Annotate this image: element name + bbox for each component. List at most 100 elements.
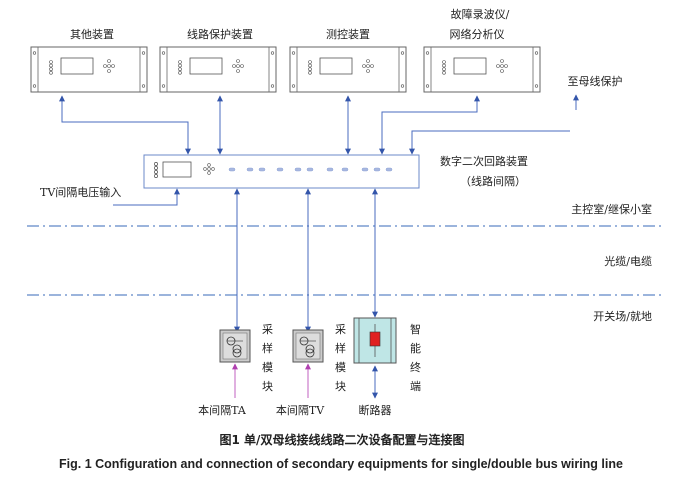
led-icon	[308, 67, 312, 71]
mount-hole-icon	[400, 51, 405, 55]
mount-hole-icon	[161, 84, 166, 88]
keypad-button-icon	[370, 64, 374, 68]
tv-input-label: TV间隔电压输入	[40, 185, 121, 199]
mount-hole-icon	[534, 84, 539, 88]
mount-hole-icon	[291, 84, 296, 88]
keypad-button-icon	[111, 64, 115, 68]
zone-label-cable: 光缆/电缆	[604, 254, 652, 268]
device-label-fault-recorder: 故障录波仪/	[451, 7, 510, 21]
svg-text:块: 块	[335, 380, 346, 393]
svg-text:端: 端	[410, 380, 421, 393]
keypad-button-icon	[500, 64, 504, 68]
keypad-button-icon	[236, 64, 240, 68]
port-icon	[361, 167, 369, 172]
lcd-screen	[189, 57, 223, 75]
led-icon	[308, 63, 312, 68]
keypad-button-icon	[107, 64, 111, 68]
led-icon	[178, 71, 182, 75]
zone-label-switchyard: 开关场/就地	[593, 309, 652, 323]
mount-hole-icon	[270, 51, 275, 55]
mount-hole-icon	[400, 84, 405, 88]
mount-hole-icon	[425, 51, 430, 55]
keypad-button-icon	[240, 64, 244, 68]
device-other	[30, 46, 148, 93]
mount-hole-icon	[291, 51, 296, 55]
port-icon	[341, 167, 349, 172]
svg-text:模: 模	[262, 361, 273, 374]
zone-label-main-control: 主控室/继保小室	[571, 202, 652, 216]
led-icon	[49, 60, 53, 64]
port-icon	[276, 167, 284, 172]
keypad-button-icon	[500, 69, 504, 73]
smart-terminal-label: 智 能 终 端	[410, 322, 421, 393]
svg-text:模: 模	[335, 361, 346, 374]
port-icon	[228, 167, 236, 172]
led-icon	[178, 60, 182, 64]
svg-text:样: 样	[262, 341, 273, 355]
mount-hole-icon	[534, 51, 539, 55]
top-devices	[30, 46, 541, 93]
device-label-measure-control: 测控装置	[326, 27, 370, 41]
port-icon	[306, 167, 314, 172]
breaker-label: 断路器	[359, 403, 392, 417]
digital-secondary-device	[143, 154, 420, 189]
lcd-screen	[453, 57, 487, 75]
smart-terminal	[353, 317, 397, 364]
device-line-protection	[159, 46, 277, 93]
ta-source-label: 本间隔TA	[198, 403, 247, 417]
svg-text:样: 样	[335, 341, 346, 355]
lcd-screen	[319, 57, 353, 75]
tv-input-wire	[113, 188, 180, 206]
mount-hole-icon	[141, 51, 146, 55]
wire-bus-protection-in	[409, 130, 570, 155]
figure-caption-en: Fig. 1 Configuration and connection of s…	[59, 457, 623, 471]
tv-source-label: 本间隔TV	[276, 403, 325, 417]
keypad-button-icon	[107, 69, 111, 73]
port-icon	[373, 167, 381, 172]
sampling-label-tv: 采 样 模 块	[335, 323, 346, 393]
led-icon	[442, 60, 446, 64]
device-label-other: 其他装置	[70, 28, 114, 41]
keypad-button-icon	[504, 64, 508, 68]
keypad-button-icon	[496, 64, 500, 68]
device-measure-control	[289, 46, 407, 93]
breaker-indicator-icon	[369, 331, 381, 347]
led-icon	[178, 63, 182, 68]
led-icon	[308, 60, 312, 64]
led-icon	[442, 67, 446, 71]
digital-device-sublabel: （线路间隔）	[460, 174, 526, 188]
led-icon	[442, 63, 446, 68]
svg-text:采: 采	[335, 323, 346, 336]
keypad	[203, 163, 215, 175]
sampling-module-ta	[219, 329, 251, 363]
port-icon	[246, 167, 254, 172]
sampling-module-tv	[292, 329, 324, 363]
mount-hole-icon	[32, 51, 37, 55]
lcd-screen	[162, 161, 192, 178]
led-column	[154, 162, 158, 178]
port-icon	[294, 167, 302, 172]
keypad-button-icon	[236, 59, 240, 63]
led-icon	[49, 63, 53, 68]
led-icon	[49, 71, 53, 75]
mount-hole-icon	[161, 51, 166, 55]
bus-protection-label: 至母线保护	[568, 74, 623, 88]
digital-device-label: 数字二次回路装置	[440, 154, 528, 168]
svg-text:块: 块	[262, 380, 273, 393]
keypad-button-icon	[362, 64, 366, 68]
svg-text:能: 能	[410, 341, 421, 355]
device-label-network-analyzer: 网络分析仪	[450, 27, 505, 41]
keypad-button-icon	[107, 59, 111, 63]
wire-fault-recorder	[379, 95, 480, 155]
figure-caption-cn: 图1 单/双母线接线线路二次设备配置与连接图	[220, 432, 465, 447]
led-icon	[308, 71, 312, 75]
keypad-button-icon	[103, 64, 107, 68]
led-icon	[49, 67, 53, 71]
keypad-button-icon	[366, 69, 370, 73]
led-icon	[442, 71, 446, 75]
keypad-button-icon	[232, 64, 236, 68]
device-fault-recorder	[423, 46, 541, 93]
svg-text:终: 终	[410, 360, 421, 374]
port-row	[228, 167, 393, 172]
